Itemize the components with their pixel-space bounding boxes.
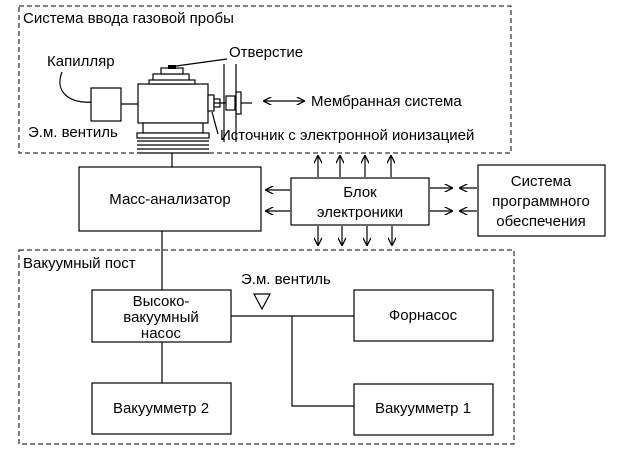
membrane-element — [225, 95, 236, 111]
em-valve-label: Э.м. вентиль — [28, 124, 118, 141]
gauge2-box — [91, 382, 232, 435]
ion-source-label: Источник с электронной ионизацией — [220, 127, 474, 144]
software-label-3: обеспечения — [496, 213, 586, 230]
mass-analyzer-box — [78, 166, 262, 232]
em-valve-vacuum-symbol — [253, 293, 271, 311]
hv-pump-box — [91, 289, 232, 343]
electronics-label-2: электроники — [317, 204, 403, 221]
gauge1-box — [353, 383, 494, 436]
orifice-leader — [175, 58, 228, 67]
membrane-plate — [235, 91, 242, 115]
ion-source-leader — [211, 111, 219, 135]
vacuum-title: Вакуумный пост — [23, 255, 136, 272]
mass-analyzer-label: Масс-анализатор — [109, 191, 230, 208]
software-label-1: Система — [511, 173, 572, 190]
software-label-2: программного — [492, 193, 590, 210]
em-valve-vacuum-label: Э.м. вентиль — [241, 271, 331, 288]
gauge1-label: Вакуумметр 1 — [375, 400, 471, 417]
orifice-label: Отверстие — [229, 44, 303, 61]
electronics-box — [290, 177, 430, 226]
fore-pump-label: Форнасос — [389, 307, 458, 324]
gauge2-label: Вакуумметр 2 — [113, 400, 209, 417]
gas-inlet-region — [18, 5, 512, 154]
ion-source-port — [207, 94, 215, 112]
electronics-label-1: Блок — [343, 184, 377, 201]
hv-pump-label-3: насос — [141, 325, 182, 342]
hv-pump-label-2: вакуумный — [123, 309, 198, 326]
capillary-label: Капилляр — [47, 53, 115, 70]
em-valve-inlet — [90, 87, 122, 122]
software-box — [477, 164, 606, 237]
vacuum-region — [18, 249, 515, 445]
hv-pump-label-1: Высоко- — [133, 293, 190, 310]
inlet-cap — [148, 79, 196, 85]
membrane-label: Мембранная система — [311, 93, 462, 110]
gas-inlet-title: Система ввода газовой пробы — [23, 10, 234, 27]
flange-1 — [142, 122, 204, 134]
capillary-tube — [59, 71, 93, 103]
orifice-mark — [168, 65, 176, 69]
flange-2 — [136, 132, 210, 139]
line-to-gauge1 — [291, 316, 354, 407]
fore-pump-box — [353, 289, 494, 342]
inlet-body — [137, 83, 209, 124]
